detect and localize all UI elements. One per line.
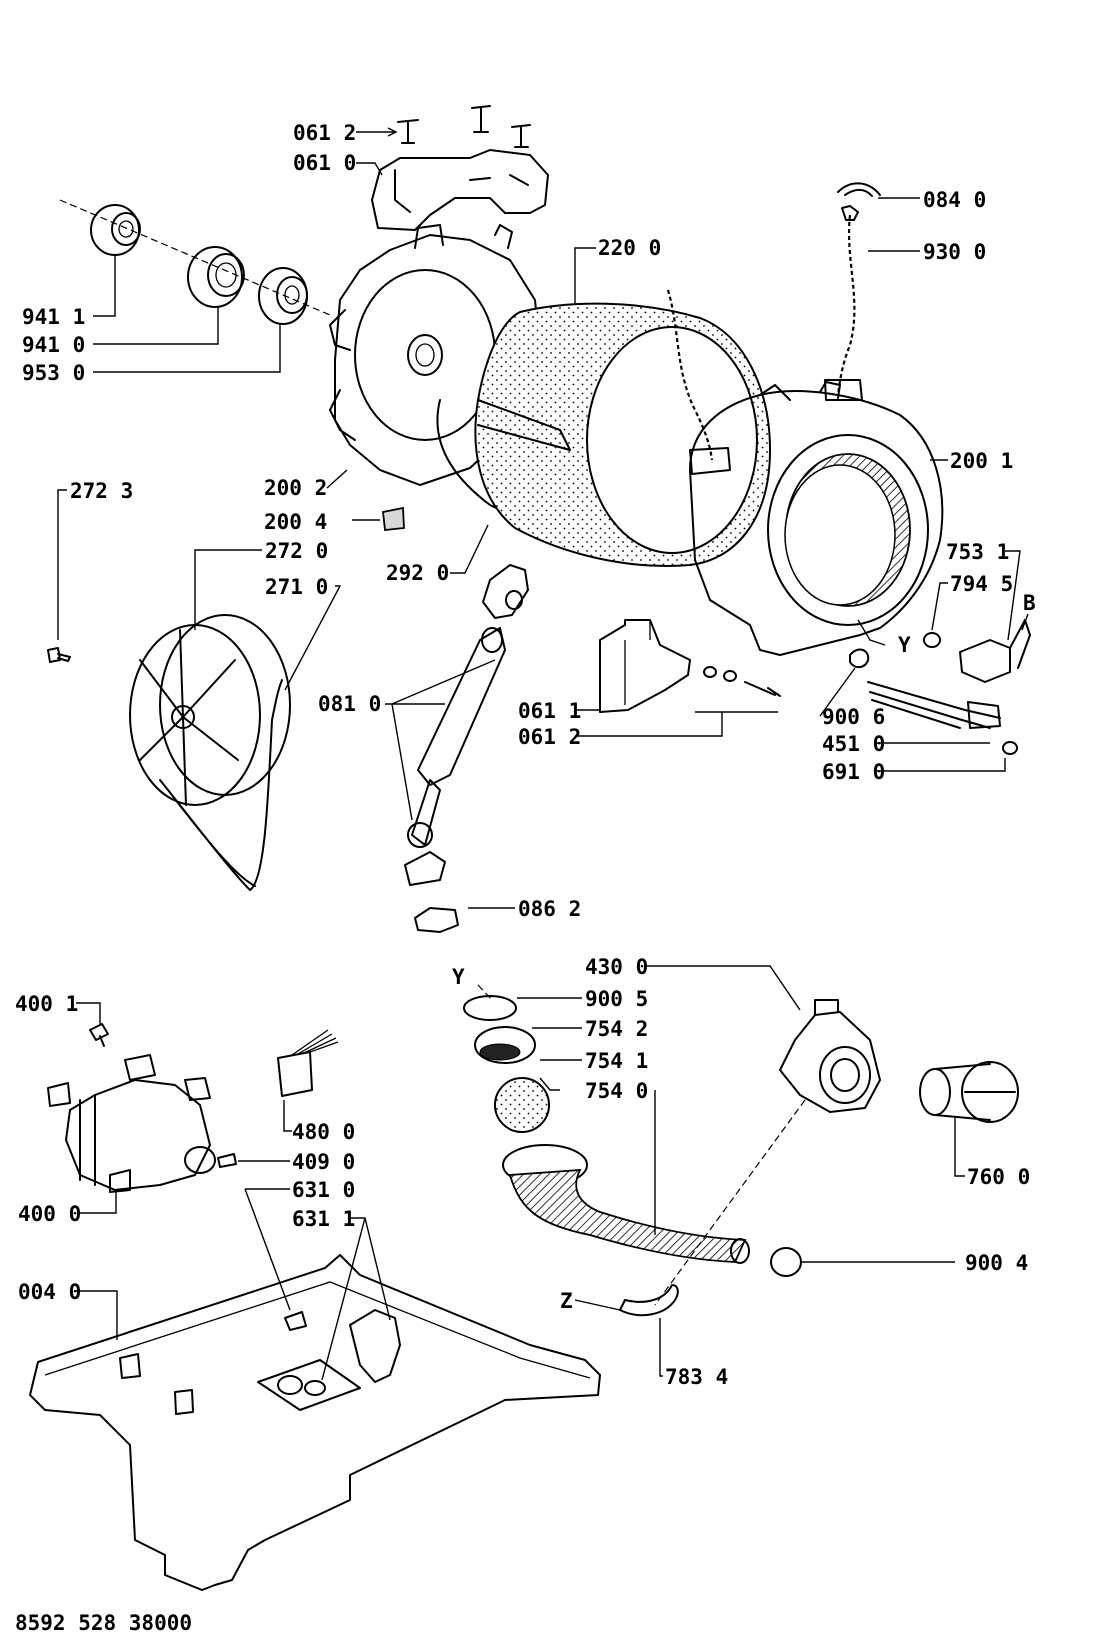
spring-930-0 (836, 214, 856, 396)
seal-953-0 (258, 267, 308, 325)
heater-451-0 (867, 681, 1001, 729)
label-953-0: 953 0 (22, 361, 85, 385)
bearing-941-0 (187, 246, 245, 308)
washer-screw-061-2-mid (703, 666, 781, 697)
label-400-0: 400 0 (18, 1202, 81, 1226)
label-941-1: 941 1 (22, 305, 85, 329)
screw-061-2-top-parts (397, 105, 531, 148)
label-451-0: 451 0 (822, 732, 885, 756)
screw-272-3 (47, 647, 71, 663)
label-631-1: 631 1 (292, 1207, 355, 1231)
shock-absorber-081-0 (404, 564, 529, 886)
front-tub-200-1 (689, 381, 944, 656)
clip-200-4 (382, 506, 405, 531)
label-760-0: 760 0 (967, 1165, 1030, 1189)
label-200-1: 200 1 (950, 449, 1013, 473)
label-631-0: 631 0 (292, 1178, 355, 1202)
label-b: B (1023, 591, 1036, 615)
label-061-2-top: 061 2 (293, 121, 356, 145)
label-754-2: 754 2 (585, 1017, 648, 1041)
label-941-0: 941 0 (22, 333, 85, 357)
bearing-axis-line (59, 199, 331, 316)
label-754-1: 754 1 (585, 1049, 648, 1073)
label-200-4: 200 4 (264, 510, 327, 534)
y-axis-line (477, 984, 493, 1001)
part-labels: 061 2 061 0 084 0 930 0 220 0 941 1 941 … (15, 121, 1036, 1635)
label-086-2: 086 2 (518, 897, 581, 921)
hook-084-0 (837, 182, 881, 197)
footer-part-code: 8592 528 38000 (15, 1611, 192, 1635)
label-430-0: 430 0 (585, 955, 648, 979)
bracket-086-2 (414, 907, 459, 933)
label-061-2-mid: 061 2 (518, 725, 581, 749)
label-084-0: 084 0 (923, 188, 986, 212)
label-271-0: 271 0 (265, 575, 328, 599)
label-061-1: 061 1 (518, 699, 581, 723)
label-900-5: 900 5 (585, 987, 648, 1011)
label-061-0: 061 0 (293, 151, 356, 175)
label-691-0: 691 0 (822, 760, 885, 784)
label-900-6: 900 6 (822, 705, 885, 729)
label-292-0: 292 0 (386, 561, 449, 585)
label-y-upper: Y (898, 633, 911, 657)
label-753-1: 753 1 (946, 540, 1009, 564)
sensor-691-0 (1002, 741, 1018, 755)
label-754-0: 754 0 (585, 1079, 648, 1103)
hose-connection-line (654, 1099, 806, 1306)
clamp-900-4 (770, 1247, 802, 1277)
label-900-4: 900 4 (965, 1251, 1028, 1275)
spring-left (666, 289, 714, 461)
hose-754-0 (502, 1144, 750, 1264)
counterweight-061-0 (371, 149, 549, 231)
label-794-5: 794 5 (950, 572, 1013, 596)
ball-754-1 (494, 1077, 550, 1133)
connector-480-0 (277, 1029, 339, 1097)
motor-400-0 (47, 1054, 216, 1193)
label-930-0: 930 0 (923, 240, 986, 264)
valve-753-1 (959, 619, 1031, 683)
label-081-0: 081 0 (318, 692, 381, 716)
gasket-900-6 (849, 648, 870, 668)
pulley-272-0 (129, 614, 291, 806)
label-z: Z (560, 1289, 573, 1313)
screw-400-1 (89, 1023, 109, 1047)
label-200-2: 200 2 (264, 476, 327, 500)
hose-783-4 (619, 1284, 679, 1317)
filter-760-0 (919, 1061, 1019, 1123)
label-400-1: 400 1 (15, 992, 78, 1016)
label-272-0: 272 0 (265, 539, 328, 563)
label-480-0: 480 0 (292, 1120, 355, 1144)
drum-220-0 (474, 302, 772, 567)
bearing-941-1 (90, 204, 141, 256)
pump-430-0 (779, 999, 881, 1113)
counterweight-061-1 (599, 619, 691, 713)
plug-794-5 (923, 632, 941, 648)
leader-lines (57, 127, 1029, 1381)
label-409-0: 409 0 (292, 1150, 355, 1174)
clip-409-0 (217, 1153, 237, 1168)
belt-271-0 (159, 679, 283, 891)
label-004-0: 004 0 (18, 1280, 81, 1304)
label-220-0: 220 0 (598, 236, 661, 260)
label-y-lower: Y (452, 965, 465, 989)
ring-754-2 (474, 1026, 536, 1064)
label-783-4: 783 4 (665, 1365, 728, 1389)
label-272-3: 272 3 (70, 479, 133, 503)
ring-900-5 (463, 995, 517, 1021)
base-plate-004-0 (29, 1254, 601, 1591)
